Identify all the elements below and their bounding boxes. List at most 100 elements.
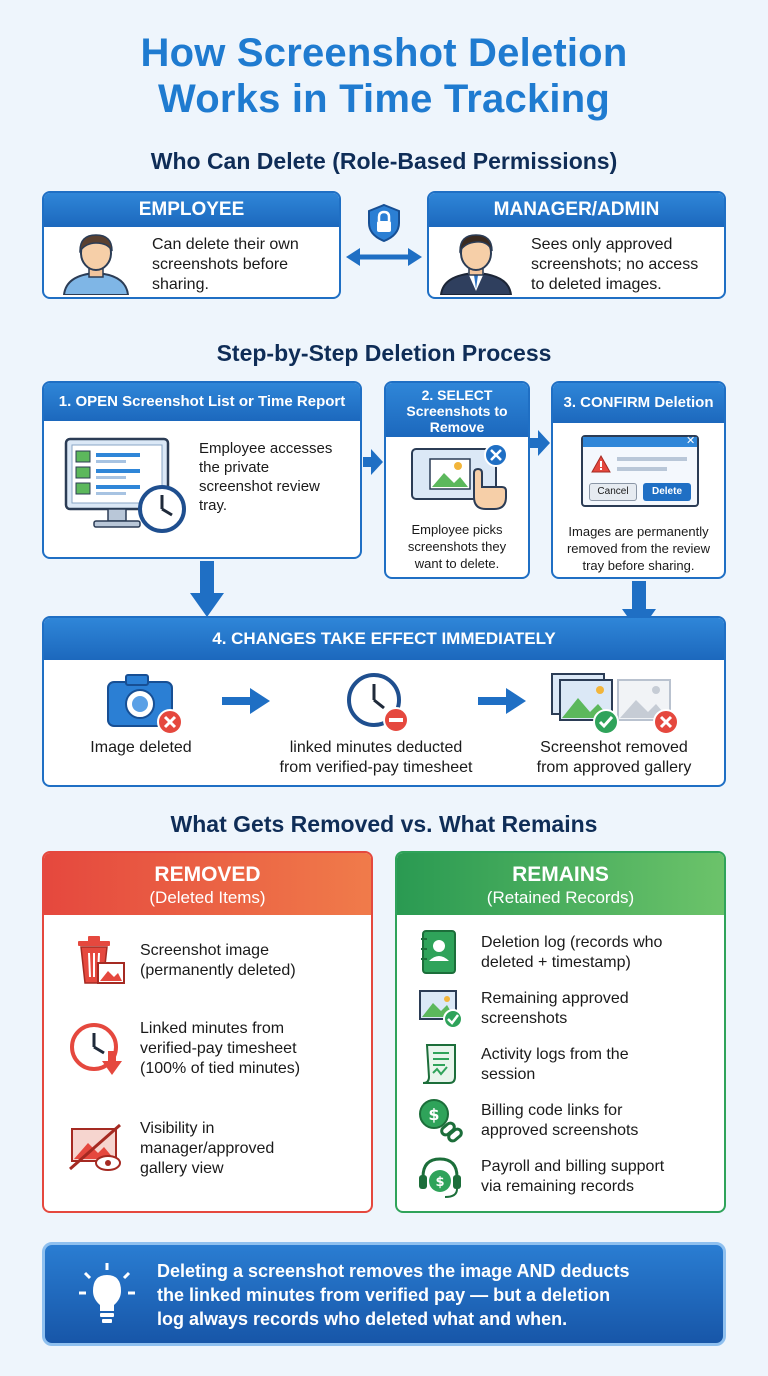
gallery-removed-icon	[548, 670, 678, 736]
camera-deleted-icon	[104, 670, 188, 736]
employee-card: EMPLOYEE Can delete their own screenshot…	[42, 191, 341, 299]
remains-item-line: approved screenshots	[481, 1122, 639, 1139]
step2-card: 2. SELECT Screenshots to Remove Employee…	[384, 381, 530, 579]
clock-down-icon	[68, 1021, 128, 1077]
step3-text-line: tray before sharing.	[582, 558, 695, 573]
effect-text-line: from verified-pay timesheet	[279, 759, 473, 776]
clock-minus-icon	[344, 670, 414, 736]
remains-item: Billing code links for approved screensh…	[481, 1101, 721, 1141]
removed-item-line: Visibility in	[140, 1120, 215, 1137]
select-image-icon	[410, 443, 510, 511]
removed-item: Screenshot image (permanently deleted)	[140, 941, 364, 981]
removed-item: Linked minutes from verified-pay timeshe…	[140, 1019, 366, 1079]
delete-button[interactable]: Delete	[643, 483, 691, 501]
billing-link-icon: $	[417, 1097, 465, 1143]
step3-description: Images are permanently removed from the …	[555, 523, 722, 574]
remains-item: Remaining approved screenshots	[481, 989, 721, 1029]
remains-item-line: Deletion log (records who	[481, 934, 663, 951]
lock-shield-icon	[366, 203, 402, 243]
removed-item-line: verified-pay timesheet	[140, 1040, 297, 1057]
page-title: How Screenshot Deletion Works in Time Tr…	[0, 30, 768, 122]
log-book-icon	[417, 927, 461, 977]
removed-subtitle: (Deleted Items)	[149, 888, 266, 907]
step1-card: 1. OPEN Screenshot List or Time Report E…	[42, 381, 362, 559]
close-icon: ✕	[686, 435, 696, 447]
employee-text-line: sharing.	[152, 276, 209, 293]
roles-section-title: Who Can Delete (Role-Based Permissions)	[150, 148, 618, 174]
effect-label: linked minutes deducted from verified-pa…	[254, 738, 498, 778]
process-section-title: Step-by-Step Deletion Process	[216, 340, 552, 366]
step4-card: 4. CHANGES TAKE EFFECT IMMEDIATELY Image…	[42, 616, 726, 787]
step2-heading-line: 2. SELECT	[421, 387, 493, 403]
step1-text-line: tray.	[199, 497, 228, 514]
step1-text-line: screenshot review	[199, 478, 320, 495]
remains-item: Deletion log (records who deleted + time…	[481, 933, 721, 973]
cancel-button[interactable]: Cancel	[589, 483, 637, 501]
effect-text-line: Image deleted	[90, 739, 192, 756]
step2-text-line: screenshots they	[407, 539, 507, 554]
remains-subtitle: (Retained Records)	[486, 888, 635, 907]
removed-item-line: (100% of tied minutes)	[140, 1060, 301, 1077]
remains-item: Activity logs from the session	[481, 1045, 721, 1085]
remains-item-line: via remaining records	[481, 1178, 634, 1195]
banner-text-line: log always records who deleted what and …	[157, 1309, 568, 1329]
step2-text-line: Employee picks	[411, 522, 503, 537]
removed-heading: REMOVED (Deleted Items)	[44, 853, 371, 915]
arrow-right-icon	[478, 688, 526, 714]
employee-description: Can delete their own screenshots before …	[152, 235, 332, 295]
manager-card: MANAGER/ADMIN Sees only approved screens…	[427, 191, 726, 299]
banner-text-line: the linked minutes from verified pay — b…	[157, 1285, 611, 1305]
removed-item-line: Linked minutes from	[140, 1020, 285, 1037]
arrow-right-icon	[222, 688, 270, 714]
removed-item-line: manager/approved	[140, 1140, 275, 1157]
effect-label: Screenshot removed from approved gallery	[514, 738, 714, 778]
manager-text-line: Sees only approved	[531, 236, 673, 253]
activity-scroll-icon	[417, 1041, 463, 1087]
effect-label: Image deleted	[58, 738, 224, 758]
payroll-support-icon: $	[417, 1153, 463, 1201]
dialog-titlebar	[583, 437, 697, 447]
remains-item-line: Remaining approved	[481, 990, 629, 1007]
remains-card: REMAINS (Retained Records) Deletion log …	[395, 851, 726, 1213]
step2-heading-line: Remove	[429, 419, 485, 435]
step1-text-line: Employee accesses	[199, 440, 333, 457]
hidden-gallery-icon	[68, 1121, 128, 1175]
manager-avatar-icon	[437, 231, 515, 295]
removed-item-line: (permanently deleted)	[140, 962, 296, 979]
remains-item-line: Payroll and billing support	[481, 1158, 665, 1175]
banner-text-line: Deleting a screenshot removes the image …	[157, 1261, 630, 1281]
manager-heading: MANAGER/ADMIN	[429, 193, 724, 227]
arrow-right-icon	[530, 430, 550, 456]
employee-text-line: Can delete their own	[152, 236, 299, 253]
step2-text-line: want to delete.	[414, 556, 500, 571]
dialog-text-line	[617, 457, 687, 461]
removed-card: REMOVED (Deleted Items) Screenshot image…	[42, 851, 373, 1213]
step2-heading-line: Screenshots to	[406, 403, 508, 419]
step3-text-line: removed from the review	[566, 541, 711, 556]
step2-description: Employee picks screenshots they want to …	[390, 521, 524, 572]
step3-card: 3. CONFIRM Deletion ✕ Cancel Delete Imag…	[551, 381, 726, 579]
remains-item-line: screenshots	[481, 1010, 568, 1027]
remains-title: REMAINS	[512, 863, 609, 886]
manager-text-line: screenshots; no access	[531, 256, 699, 273]
dialog-text-line	[617, 467, 667, 471]
remains-item-line: deleted + timestamp)	[481, 954, 631, 971]
remains-item-line: Activity logs from the	[481, 1046, 629, 1063]
remains-item-line: Billing code links for	[481, 1102, 623, 1119]
arrow-right-icon	[363, 449, 383, 475]
title-line-1: How Screenshot Deletion	[140, 31, 628, 75]
title-line-2: Works in Time Tracking	[158, 77, 610, 121]
confirm-dialog: ✕ Cancel Delete	[581, 435, 699, 507]
summary-banner: Deleting a screenshot removes the image …	[42, 1242, 726, 1346]
trash-image-icon	[72, 933, 128, 989]
step1-description: Employee accesses the private screenshot…	[199, 439, 359, 515]
step3-text-line: Images are permanently	[568, 524, 709, 539]
remains-item-line: session	[481, 1066, 536, 1083]
remains-item: Payroll and billing support via remainin…	[481, 1157, 721, 1197]
employee-heading: EMPLOYEE	[44, 193, 339, 227]
step4-heading: 4. CHANGES TAKE EFFECT IMMEDIATELY	[44, 618, 724, 660]
manager-text-line: to deleted images.	[531, 276, 662, 293]
banner-text: Deleting a screenshot removes the image …	[157, 1259, 717, 1331]
step1-text-line: the private	[199, 459, 270, 476]
lightbulb-icon	[77, 1261, 137, 1329]
